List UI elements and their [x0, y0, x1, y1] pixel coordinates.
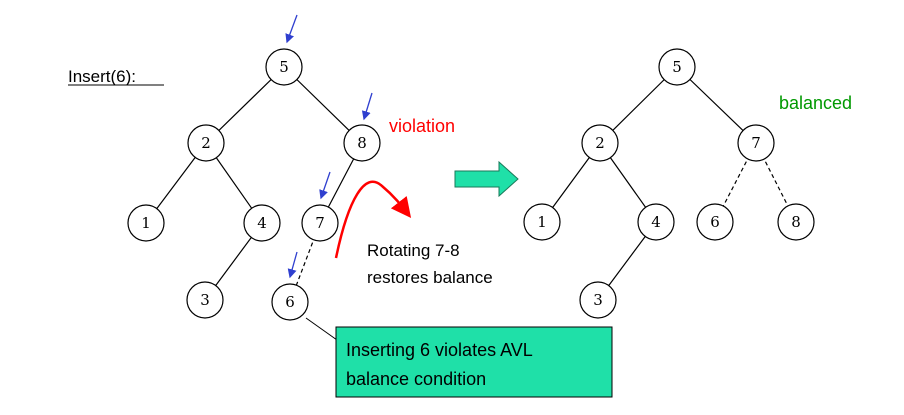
violation-label: violation: [389, 116, 455, 136]
after-node-8: 8: [777, 203, 815, 241]
before-node-7: 7: [301, 204, 339, 242]
svg-text:7: 7: [315, 214, 325, 232]
svg-text:5: 5: [279, 58, 289, 76]
after-tree-edges: [541, 66, 797, 301]
svg-text:5: 5: [672, 58, 682, 76]
svg-text:4: 4: [257, 214, 267, 232]
transition-arrow-icon: [454, 160, 519, 198]
svg-text:8: 8: [357, 134, 367, 152]
callout-line-2: balance condition: [346, 369, 486, 389]
svg-text:4: 4: [651, 213, 661, 231]
before-node-8: 8: [343, 124, 381, 162]
after-node-2: 2: [581, 124, 619, 162]
pointer-arrow-6: [287, 251, 298, 279]
before-node-1: 1: [127, 204, 165, 242]
svg-text:3: 3: [200, 291, 210, 309]
svg-text:2: 2: [201, 134, 211, 152]
pointer-arrow-5: [285, 14, 298, 44]
before-node-5: 5: [265, 48, 303, 86]
after-tree-nodes: 5 2 7 1 4 6 8 3: [523, 48, 815, 319]
svg-text:6: 6: [710, 213, 720, 231]
svg-text:7: 7: [751, 134, 761, 152]
balanced-label: balanced: [779, 93, 852, 113]
insertion-path-arrows: [285, 14, 373, 279]
svg-text:6: 6: [285, 293, 295, 311]
before-node-6: 6: [271, 283, 309, 321]
before-node-3: 3: [186, 281, 224, 319]
before-tree-nodes: 5 2 8 1 4 7 3 6: [127, 48, 381, 321]
after-node-7: 7: [737, 124, 775, 162]
after-node-6: 6: [696, 203, 734, 241]
after-node-3: 3: [579, 281, 617, 319]
rotation-arrow: [334, 180, 412, 259]
svg-text:1: 1: [141, 214, 151, 232]
after-node-4: 4: [637, 203, 675, 241]
svg-text:2: 2: [595, 134, 605, 152]
callout-line-1: Inserting 6 violates AVL: [346, 340, 533, 360]
pointer-arrow-7: [319, 171, 331, 200]
svg-text:1: 1: [537, 213, 547, 231]
svg-text:8: 8: [791, 213, 801, 231]
before-node-4: 4: [243, 204, 281, 242]
after-node-5: 5: [658, 48, 696, 86]
before-tree-edges: [145, 66, 363, 303]
after-node-1: 1: [523, 203, 561, 241]
heading: Insert(6):: [68, 67, 136, 86]
before-node-2: 2: [187, 124, 225, 162]
callout-box: Inserting 6 violates AVL balance conditi…: [335, 326, 613, 398]
rotation-note-line-2: restores balance: [367, 268, 493, 287]
pointer-arrow-8: [361, 92, 373, 121]
rotation-note-line-1: Rotating 7-8: [367, 241, 460, 260]
svg-text:3: 3: [593, 291, 603, 309]
callout-leader: [305, 317, 338, 341]
